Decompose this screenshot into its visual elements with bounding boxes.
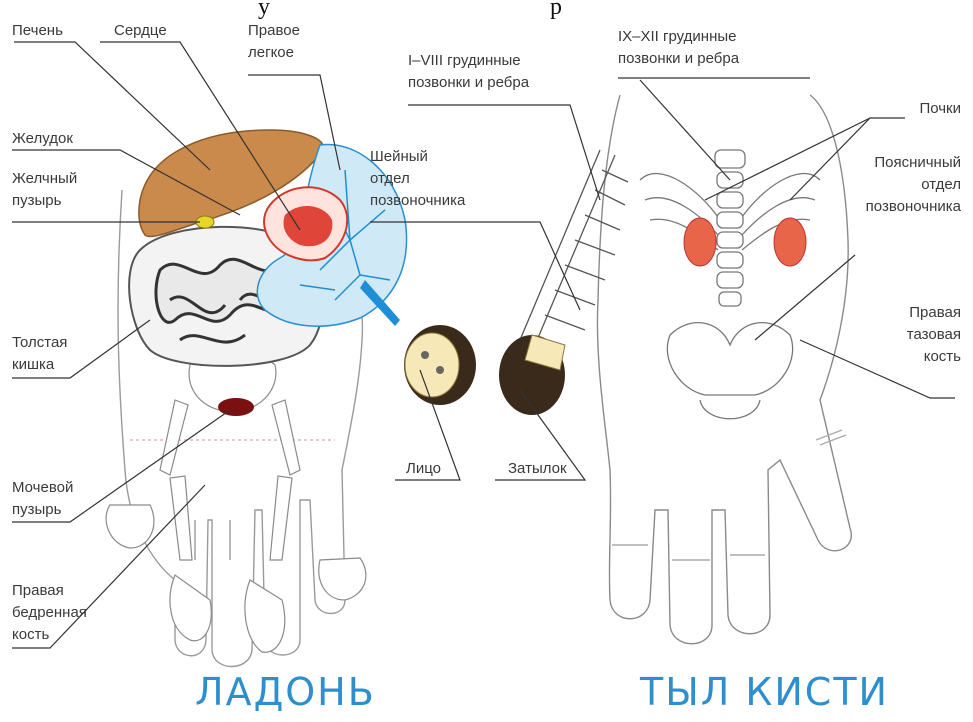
label-stomach: Желудок [12,128,73,150]
label-face: Лицо [406,458,441,480]
bladder-shape [218,398,254,416]
spine-back [640,150,820,419]
label-gallbladder: Желчный пузырь [12,168,77,212]
label-thoracic-9-12: IX–XII грудинные позвонки и ребра [618,26,739,70]
label-thoracic-1-8: I–VIII грудинные позвонки и ребра [408,50,529,94]
face-shape [404,325,476,405]
label-liver: Печень [12,20,63,42]
spine-column [520,150,628,345]
label-pelvic-bone: Правая тазовая кость [907,302,961,368]
label-kidneys: Почки [919,98,961,120]
label-femur: Правая бедренная кость [12,580,87,646]
label-lumbar: Поясничный отдел позвоночника [866,152,961,218]
top-fragment-2: р [550,0,562,21]
label-cervical: Шейный отдел позвоночника [370,146,465,212]
title-palm: ЛАДОНЬ [195,670,376,714]
label-heart: Сердце [114,20,167,42]
title-back: ТЫЛ КИСТИ [640,670,889,714]
label-occiput: Затылок [508,458,567,480]
label-bladder: Мочевой пузырь [12,477,73,521]
label-colon: Толстая кишка [12,332,67,376]
top-fragment: у [258,0,270,21]
label-right-lung: Правое легкое [248,20,300,64]
kidney-left-shape [684,218,716,266]
kidney-right-shape [774,218,806,266]
occiput-shape [499,335,565,415]
